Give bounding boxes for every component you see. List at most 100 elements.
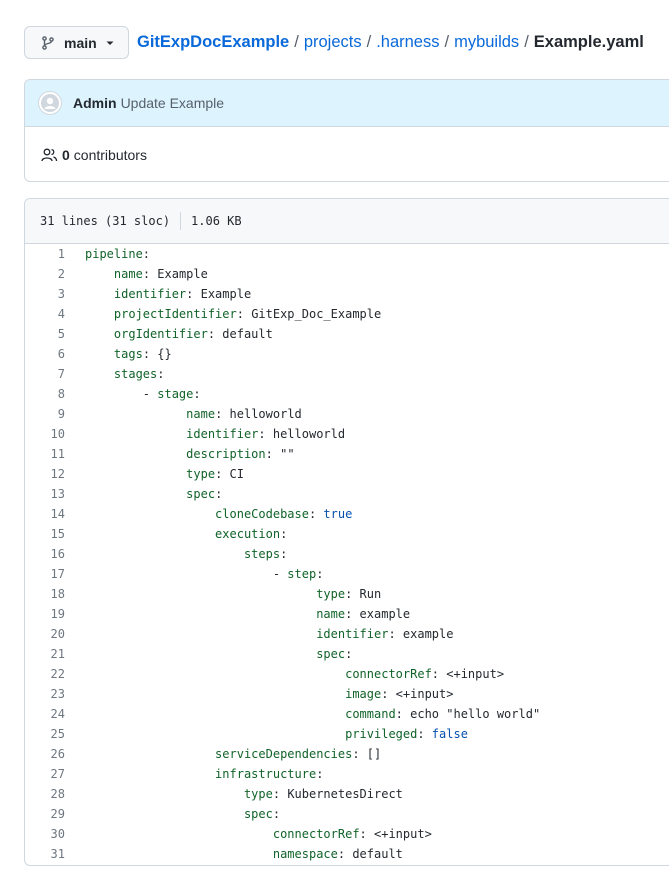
line-content: type: Run bbox=[65, 587, 381, 601]
breadcrumb-current-file: Example.yaml bbox=[533, 33, 644, 51]
yaml-key: identifier bbox=[113, 287, 187, 301]
line-number[interactable]: 22 bbox=[50, 667, 65, 681]
commit-message-link[interactable]: Update Example bbox=[120, 95, 225, 111]
breadcrumb: GitExpDocExample / projects / .harness /… bbox=[137, 33, 644, 52]
yaml-separator: : bbox=[280, 527, 288, 541]
line-number[interactable]: 30 bbox=[50, 827, 65, 841]
yaml-value: <+input> bbox=[395, 687, 454, 701]
line-number[interactable]: 1 bbox=[57, 247, 65, 261]
breadcrumb-separator: / bbox=[444, 33, 450, 51]
file-line-count: 31 lines (31 sloc) bbox=[40, 214, 171, 228]
yaml-separator: : bbox=[272, 807, 281, 821]
yaml-separator: : bbox=[215, 407, 230, 421]
triangle-down-icon bbox=[105, 38, 115, 48]
yaml-key: step bbox=[287, 567, 317, 581]
line-indent bbox=[85, 827, 273, 841]
line-number[interactable]: 29 bbox=[50, 807, 65, 821]
line-number[interactable]: 2 bbox=[57, 267, 65, 281]
line-number[interactable]: 19 bbox=[50, 607, 65, 621]
yaml-key: type bbox=[316, 587, 346, 601]
line-number[interactable]: 7 bbox=[57, 367, 65, 381]
line-content: image: <+input> bbox=[65, 687, 453, 701]
line-number[interactable]: 31 bbox=[50, 847, 65, 861]
line-number[interactable]: 25 bbox=[50, 727, 65, 741]
line-number[interactable]: 26 bbox=[50, 747, 65, 761]
code-line: 25 privileged: false bbox=[25, 724, 669, 744]
yaml-separator: : bbox=[236, 307, 252, 321]
line-content: identifier: example bbox=[65, 627, 453, 641]
yaml-key: connectorRef bbox=[272, 827, 360, 841]
line-number[interactable]: 27 bbox=[50, 767, 65, 781]
line-number[interactable]: 8 bbox=[57, 387, 65, 401]
line-content: cloneCodebase: true bbox=[65, 507, 352, 521]
breadcrumb-projects-link[interactable]: projects bbox=[303, 33, 362, 51]
yaml-value: Run bbox=[359, 587, 382, 601]
yaml-separator: : bbox=[345, 647, 353, 661]
breadcrumb-harness-link[interactable]: .harness bbox=[376, 33, 440, 51]
line-indent bbox=[85, 287, 114, 301]
line-content: command: echo "hello world" bbox=[65, 707, 540, 721]
yaml-separator: : bbox=[272, 787, 288, 801]
line-indent bbox=[85, 427, 186, 441]
breadcrumb-repo-link[interactable]: GitExpDocExample bbox=[137, 33, 290, 51]
yaml-separator: : bbox=[280, 547, 288, 561]
code-line: 5 orgIdentifier: default bbox=[25, 324, 669, 344]
line-number[interactable]: 16 bbox=[50, 547, 65, 561]
yaml-separator: : bbox=[417, 727, 432, 741]
line-number[interactable]: 10 bbox=[50, 427, 65, 441]
code-line: 12 type: CI bbox=[25, 464, 669, 484]
line-indent bbox=[85, 787, 244, 801]
line-number[interactable]: 24 bbox=[50, 707, 65, 721]
yaml-separator: : bbox=[352, 747, 367, 761]
code-line: 8 - stage: bbox=[25, 384, 669, 404]
commit-author-link[interactable]: Admin bbox=[73, 95, 117, 111]
line-indent bbox=[85, 267, 114, 281]
line-number[interactable]: 13 bbox=[50, 487, 65, 501]
yaml-separator: : bbox=[258, 427, 273, 441]
line-number[interactable]: 17 bbox=[50, 567, 65, 581]
github-avatar-icon[interactable] bbox=[38, 91, 62, 115]
line-number[interactable]: 5 bbox=[57, 327, 65, 341]
code-line: 6 tags: {} bbox=[25, 344, 669, 364]
code-line: 31 namespace: default bbox=[25, 844, 669, 864]
yaml-key: spec bbox=[243, 807, 273, 821]
line-indent bbox=[85, 707, 345, 721]
line-content: - stage: bbox=[65, 387, 201, 401]
yaml-key: spec bbox=[316, 647, 346, 661]
yaml-value: [] bbox=[366, 747, 382, 761]
yaml-key: stages bbox=[113, 367, 158, 381]
line-content: name: helloworld bbox=[65, 407, 302, 421]
contributors-row[interactable]: 0 contributors bbox=[25, 127, 669, 181]
line-number[interactable]: 18 bbox=[50, 587, 65, 601]
breadcrumb-mybuilds-link[interactable]: mybuilds bbox=[454, 33, 520, 51]
yaml-key: serviceDependencies bbox=[215, 747, 353, 761]
file-size: 1.06 KB bbox=[191, 214, 242, 228]
line-content: pipeline: bbox=[65, 247, 150, 261]
line-content: stages: bbox=[65, 367, 165, 381]
line-number[interactable]: 23 bbox=[50, 687, 65, 701]
line-number[interactable]: 14 bbox=[50, 507, 65, 521]
line-number[interactable]: 15 bbox=[50, 527, 65, 541]
yaml-key: connectorRef bbox=[345, 667, 432, 681]
line-indent: - bbox=[85, 387, 158, 401]
code-line: 28 type: KubernetesDirect bbox=[25, 784, 669, 804]
line-number[interactable]: 9 bbox=[57, 407, 65, 421]
line-content: privileged: false bbox=[65, 727, 468, 741]
line-number[interactable]: 3 bbox=[57, 287, 65, 301]
line-indent bbox=[85, 487, 186, 501]
line-content: steps: bbox=[65, 547, 287, 561]
line-number[interactable]: 4 bbox=[57, 307, 65, 321]
line-number[interactable]: 28 bbox=[50, 787, 65, 801]
branch-selector-button[interactable]: main bbox=[24, 26, 129, 59]
line-indent bbox=[85, 527, 215, 541]
line-number[interactable]: 6 bbox=[57, 347, 65, 361]
people-icon bbox=[41, 147, 58, 163]
yaml-value: GitExp_Doc_Example bbox=[251, 307, 382, 321]
yaml-value: "" bbox=[280, 447, 295, 461]
code-line: 26 serviceDependencies: [] bbox=[25, 744, 669, 764]
line-number[interactable]: 20 bbox=[50, 627, 65, 641]
line-number[interactable]: 21 bbox=[50, 647, 65, 661]
line-number[interactable]: 11 bbox=[50, 447, 65, 461]
line-number[interactable]: 12 bbox=[50, 467, 65, 481]
code-line: 7 stages: bbox=[25, 364, 669, 384]
